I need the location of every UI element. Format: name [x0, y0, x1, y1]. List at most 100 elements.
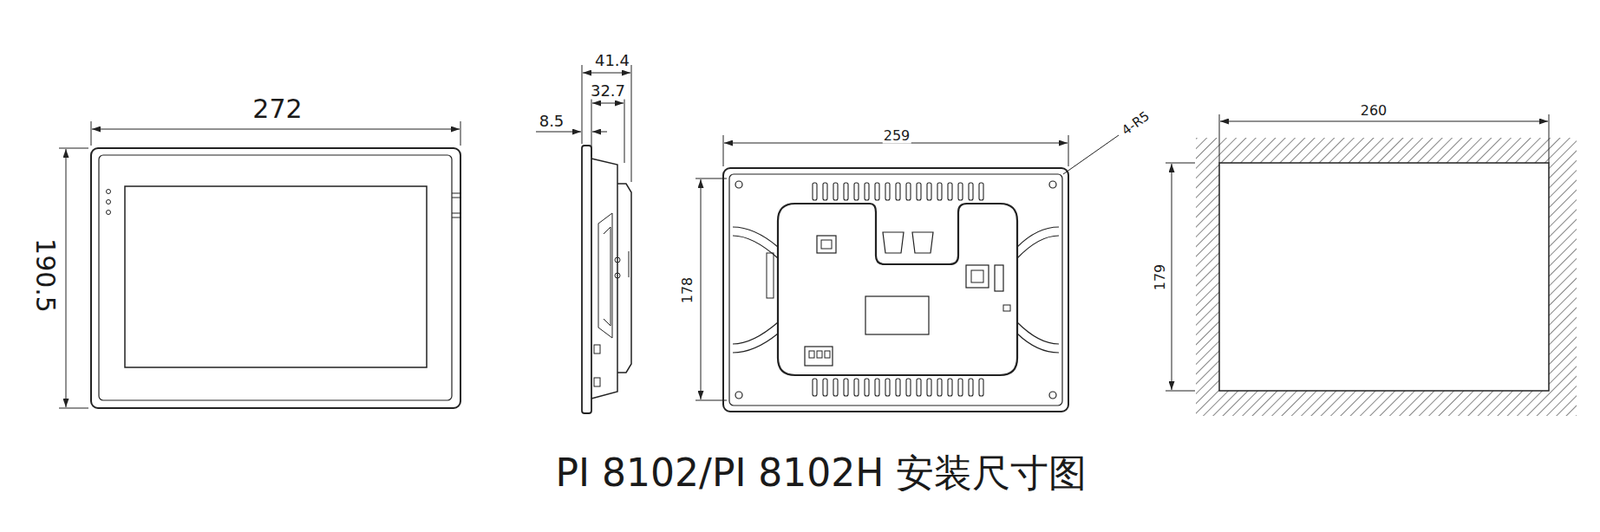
dimension-line: [535, 131, 582, 133]
usb-a-port: [994, 265, 1004, 292]
sd-slot: [1003, 305, 1011, 312]
vent-slot: [833, 378, 838, 397]
dimension-line: [582, 72, 631, 74]
nameplate: [865, 296, 929, 335]
side-mark: [451, 193, 461, 195]
extension-line: [624, 97, 626, 164]
dimension-label: 178: [680, 276, 696, 306]
usb-b-port: [966, 265, 989, 288]
terminal: [809, 351, 815, 359]
side-detail: [628, 251, 630, 278]
vent-slot: [968, 378, 974, 397]
vent-slot: [937, 182, 942, 201]
rib: [732, 235, 778, 259]
back-frame: [723, 168, 1069, 412]
extension-line: [723, 135, 725, 167]
dimension-line: [592, 131, 608, 133]
vent-slot: [833, 182, 838, 201]
vent-slot: [854, 378, 859, 397]
rib: [1017, 322, 1059, 345]
terminal: [824, 351, 830, 359]
rib: [732, 227, 778, 248]
screw: [735, 391, 743, 399]
vent-slot: [875, 182, 880, 201]
back-inner-frame: [729, 174, 1063, 406]
dimension-label: 272: [251, 95, 303, 124]
panel-cutout: [1165, 114, 1577, 417]
side-profile: [603, 227, 611, 327]
front-plate: [581, 145, 592, 414]
side-mark: [451, 197, 461, 199]
dimension-line: [700, 179, 702, 400]
vent-slot: [906, 378, 911, 397]
panel-hatch: [1195, 137, 1577, 417]
vent-slot: [958, 378, 963, 397]
led: [106, 210, 112, 216]
vent-slot: [885, 378, 890, 397]
rear-cover: [617, 183, 632, 373]
power-connector: [804, 346, 833, 366]
vent-slot: [979, 378, 984, 397]
extension-line: [58, 408, 89, 410]
rib: [1017, 235, 1059, 259]
usb-b-port-inner: [971, 270, 984, 283]
side-slot: [594, 345, 601, 354]
vent-slot: [885, 182, 890, 201]
screen: [124, 186, 427, 368]
extension-line: [91, 121, 92, 146]
dimension-label: 32.7: [589, 83, 627, 100]
extension-line: [1165, 163, 1196, 164]
caption: PI 8102/PI 8102H 安装尺寸图: [555, 452, 1088, 495]
cutout-opening: [1219, 163, 1549, 392]
vent-slot: [822, 378, 828, 397]
db9-port: [912, 232, 934, 254]
extension-line: [58, 148, 89, 150]
back-view: [695, 135, 1119, 412]
vent-slot: [864, 378, 869, 397]
dimension-label: 8.5: [538, 113, 566, 131]
vent-slot: [812, 182, 817, 201]
vents: [812, 182, 984, 397]
dimension-line: [1220, 121, 1548, 123]
side-slot: [594, 378, 601, 387]
rear-housing: [777, 203, 1018, 376]
vent-slot: [927, 182, 932, 201]
screw: [735, 181, 743, 189]
dimension-line: [91, 129, 460, 131]
vent-slot: [979, 182, 984, 201]
vent-slot: [916, 378, 921, 397]
extension-line: [695, 178, 727, 180]
vent-slot: [937, 378, 942, 397]
ethernet-port-inner: [821, 240, 832, 249]
terminal: [816, 351, 823, 359]
screw: [1049, 391, 1057, 399]
extension-line: [581, 65, 583, 144]
side-port: [766, 253, 774, 299]
extension-line: [1165, 391, 1196, 392]
ethernet-port: [816, 235, 836, 254]
vent-slot: [895, 182, 901, 201]
front-inner-bezel: [98, 155, 452, 401]
front-view: [58, 121, 461, 409]
vent-slot: [927, 378, 932, 397]
vent-slot: [906, 182, 911, 201]
db9-port: [882, 232, 904, 254]
dimension-label: 4-R5: [1118, 109, 1153, 139]
vent-slot: [822, 182, 828, 201]
extension-line: [460, 121, 462, 146]
dimension-line: [65, 149, 67, 408]
extension-line: [591, 97, 593, 157]
vent-slot: [895, 378, 901, 397]
led: [106, 200, 112, 205]
dimension-label: 259: [882, 129, 912, 144]
side-port: [614, 257, 621, 263]
front-bezel: [91, 148, 461, 409]
side-mark: [451, 213, 461, 215]
vent-slot: [916, 182, 921, 201]
extension-line: [1068, 135, 1070, 167]
vent-slot: [864, 182, 869, 201]
dimension-line: [1171, 163, 1173, 391]
extension-line: [631, 65, 633, 183]
dimension-label: 41.4: [594, 52, 631, 70]
